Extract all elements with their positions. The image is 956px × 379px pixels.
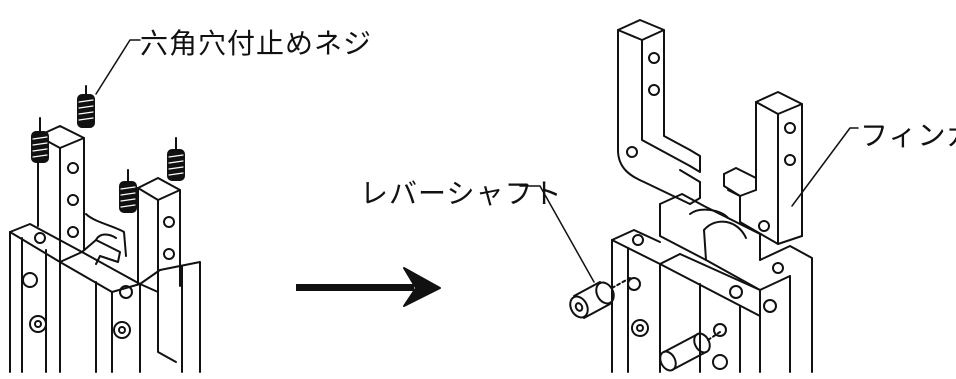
lever-shaft-1 <box>569 277 631 319</box>
set-screw-label: 六角穴付止めネジ <box>140 27 373 60</box>
set-screw-4 <box>167 137 185 181</box>
set-screw-3 <box>119 169 137 213</box>
lever-shaft-label: レバーシャフト <box>360 177 563 210</box>
finger-label: フィンガ <box>860 119 956 152</box>
left-assembly <box>9 39 201 373</box>
transition-arrow <box>296 267 441 307</box>
right-assembly <box>519 19 859 373</box>
lever-shaft-2 <box>659 331 721 372</box>
set-screw-2 <box>31 117 49 163</box>
